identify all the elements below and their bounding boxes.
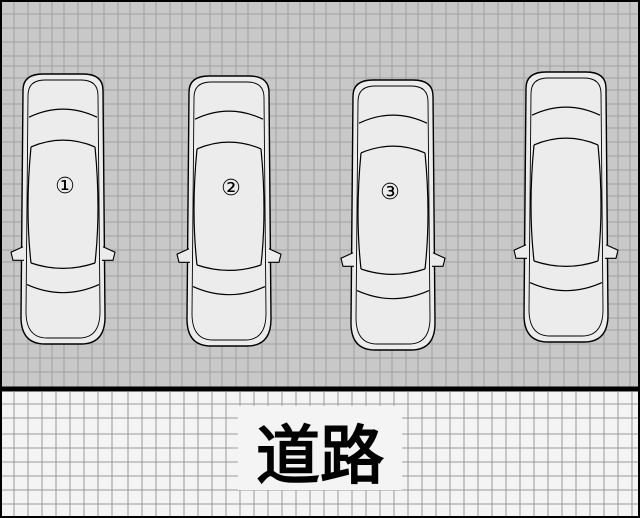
car-body (20, 73, 106, 345)
road-area: 道路 (0, 392, 640, 518)
car-rear-window (196, 264, 262, 271)
car-trunk-line (529, 282, 603, 292)
car-windshield (196, 141, 262, 150)
car-mirror-right (605, 244, 619, 259)
car-windshield (533, 137, 599, 146)
car-body (350, 79, 436, 351)
car-windshield (360, 145, 426, 154)
car-cabin-right (597, 144, 602, 262)
car-trunk-line (26, 284, 100, 294)
car-hood-line (194, 110, 264, 120)
car-cabin-right (94, 146, 99, 264)
car-3: ③ (340, 79, 446, 351)
car-4 (513, 71, 619, 343)
car-cabin-left (27, 146, 32, 264)
car-mirror-left (340, 252, 354, 267)
car-cabin-left (193, 148, 198, 266)
car-mirror-right (102, 246, 116, 261)
car-cabin-right (260, 148, 265, 266)
car-trunk-line (192, 286, 266, 296)
car-rear-window (30, 262, 96, 269)
car-body (523, 71, 609, 343)
car-windshield (30, 139, 96, 148)
road-label: 道路 (256, 420, 385, 494)
space-number: ① (55, 174, 75, 199)
road-label-background (238, 406, 402, 490)
car-inner-outline (191, 81, 267, 341)
car-hood-line (531, 106, 601, 116)
car-mirror-right (432, 252, 446, 267)
car-inner-outline (355, 85, 431, 345)
car-rear-window (360, 268, 426, 275)
car-2: ② (176, 75, 282, 347)
car-cabin-right (424, 152, 429, 270)
car-inner-outline (25, 79, 101, 339)
car-mirror-left (176, 248, 190, 263)
car-1: ① (10, 73, 116, 345)
car-inner-outline (528, 77, 604, 337)
car-mirror-left (513, 244, 527, 259)
car-mirror-right (268, 248, 282, 263)
car-mirror-left (10, 246, 24, 261)
car-cabin-left (530, 144, 535, 262)
space-number: ② (221, 176, 241, 201)
parked-cars: ① ② ③ (10, 71, 619, 351)
car-hood-line (28, 108, 98, 118)
space-number: ③ (380, 180, 400, 205)
car-body (186, 75, 272, 347)
car-trunk-line (356, 290, 430, 300)
car-hood-line (358, 114, 428, 124)
car-rear-window (533, 260, 599, 267)
car-cabin-left (357, 152, 362, 270)
